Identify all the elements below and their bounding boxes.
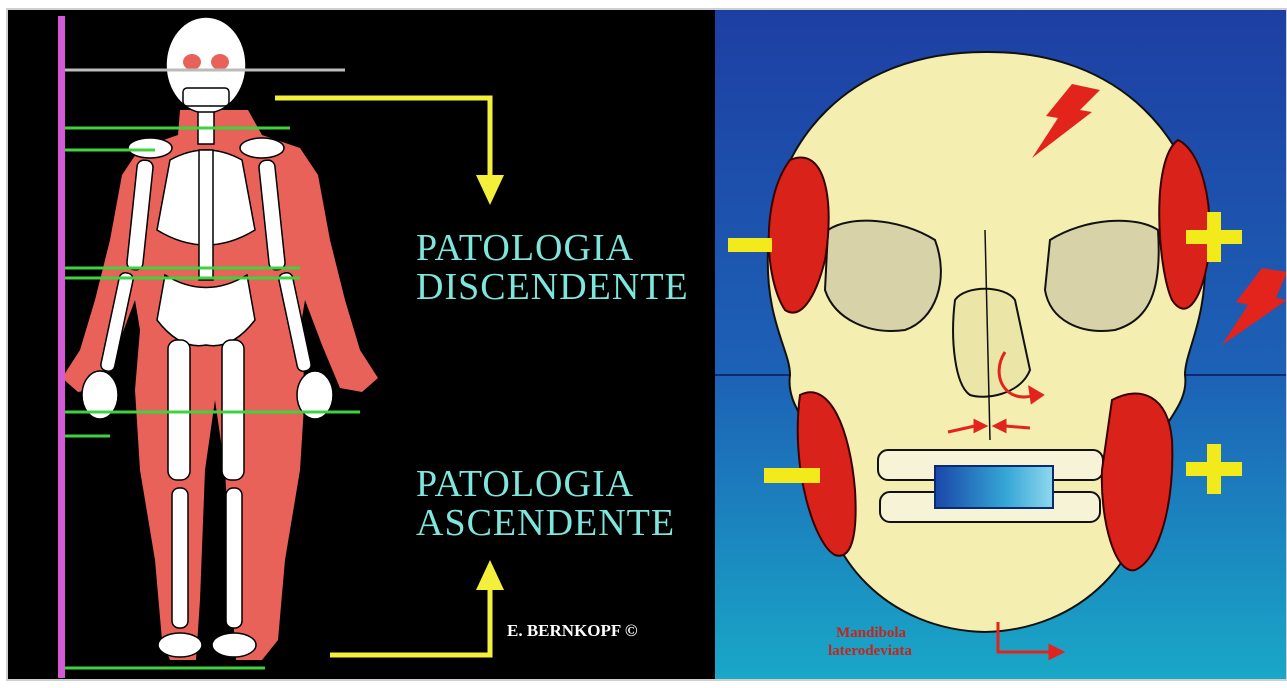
vertical-axis xyxy=(58,16,65,678)
sign-minus-bottom-left xyxy=(764,468,820,483)
author-credit: E. BERNKOPF © xyxy=(507,621,638,641)
label-ascending-line1: PATOLOGIA xyxy=(416,464,634,504)
mandible-label-line2: laterodeviata xyxy=(828,643,912,659)
minus-icon xyxy=(728,238,772,252)
mandible-label-line1: Mandibola xyxy=(836,625,906,641)
sign-minus-top-left xyxy=(728,238,772,252)
bite-block xyxy=(935,466,1053,508)
label-descending-line2: DISCENDENTE xyxy=(416,267,689,307)
label-ascending-line2: ASCENDENTE xyxy=(416,503,675,543)
minus-icon xyxy=(764,468,820,483)
label-descending-line1: PATOLOGIA xyxy=(416,228,634,268)
skeleton-spine xyxy=(199,150,213,280)
